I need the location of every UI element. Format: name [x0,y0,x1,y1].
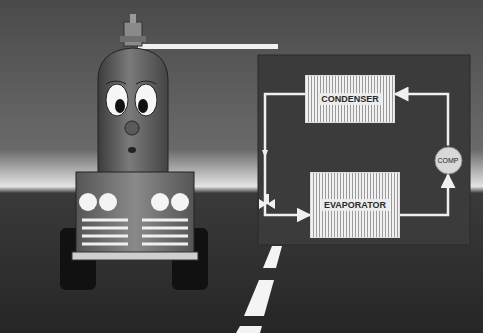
cycle-panel [258,55,470,245]
road-stripes [236,246,282,333]
evaporator-coil: EVAPORATOR [310,172,400,238]
refrigerant-line [265,94,310,215]
refrigerant-line [400,175,448,216]
compressor-circle: COMP [434,146,463,175]
node-label: EVAPORATOR [321,199,389,211]
condenser-coil: CONDENSER [305,75,395,123]
refrigerant-cylinder-character [98,14,278,192]
node-label: CONDENSER [318,93,382,105]
expansion-valve [259,194,275,209]
node-label: COMP [438,157,459,164]
car-body [60,172,208,290]
refrigerant-line [395,94,448,146]
